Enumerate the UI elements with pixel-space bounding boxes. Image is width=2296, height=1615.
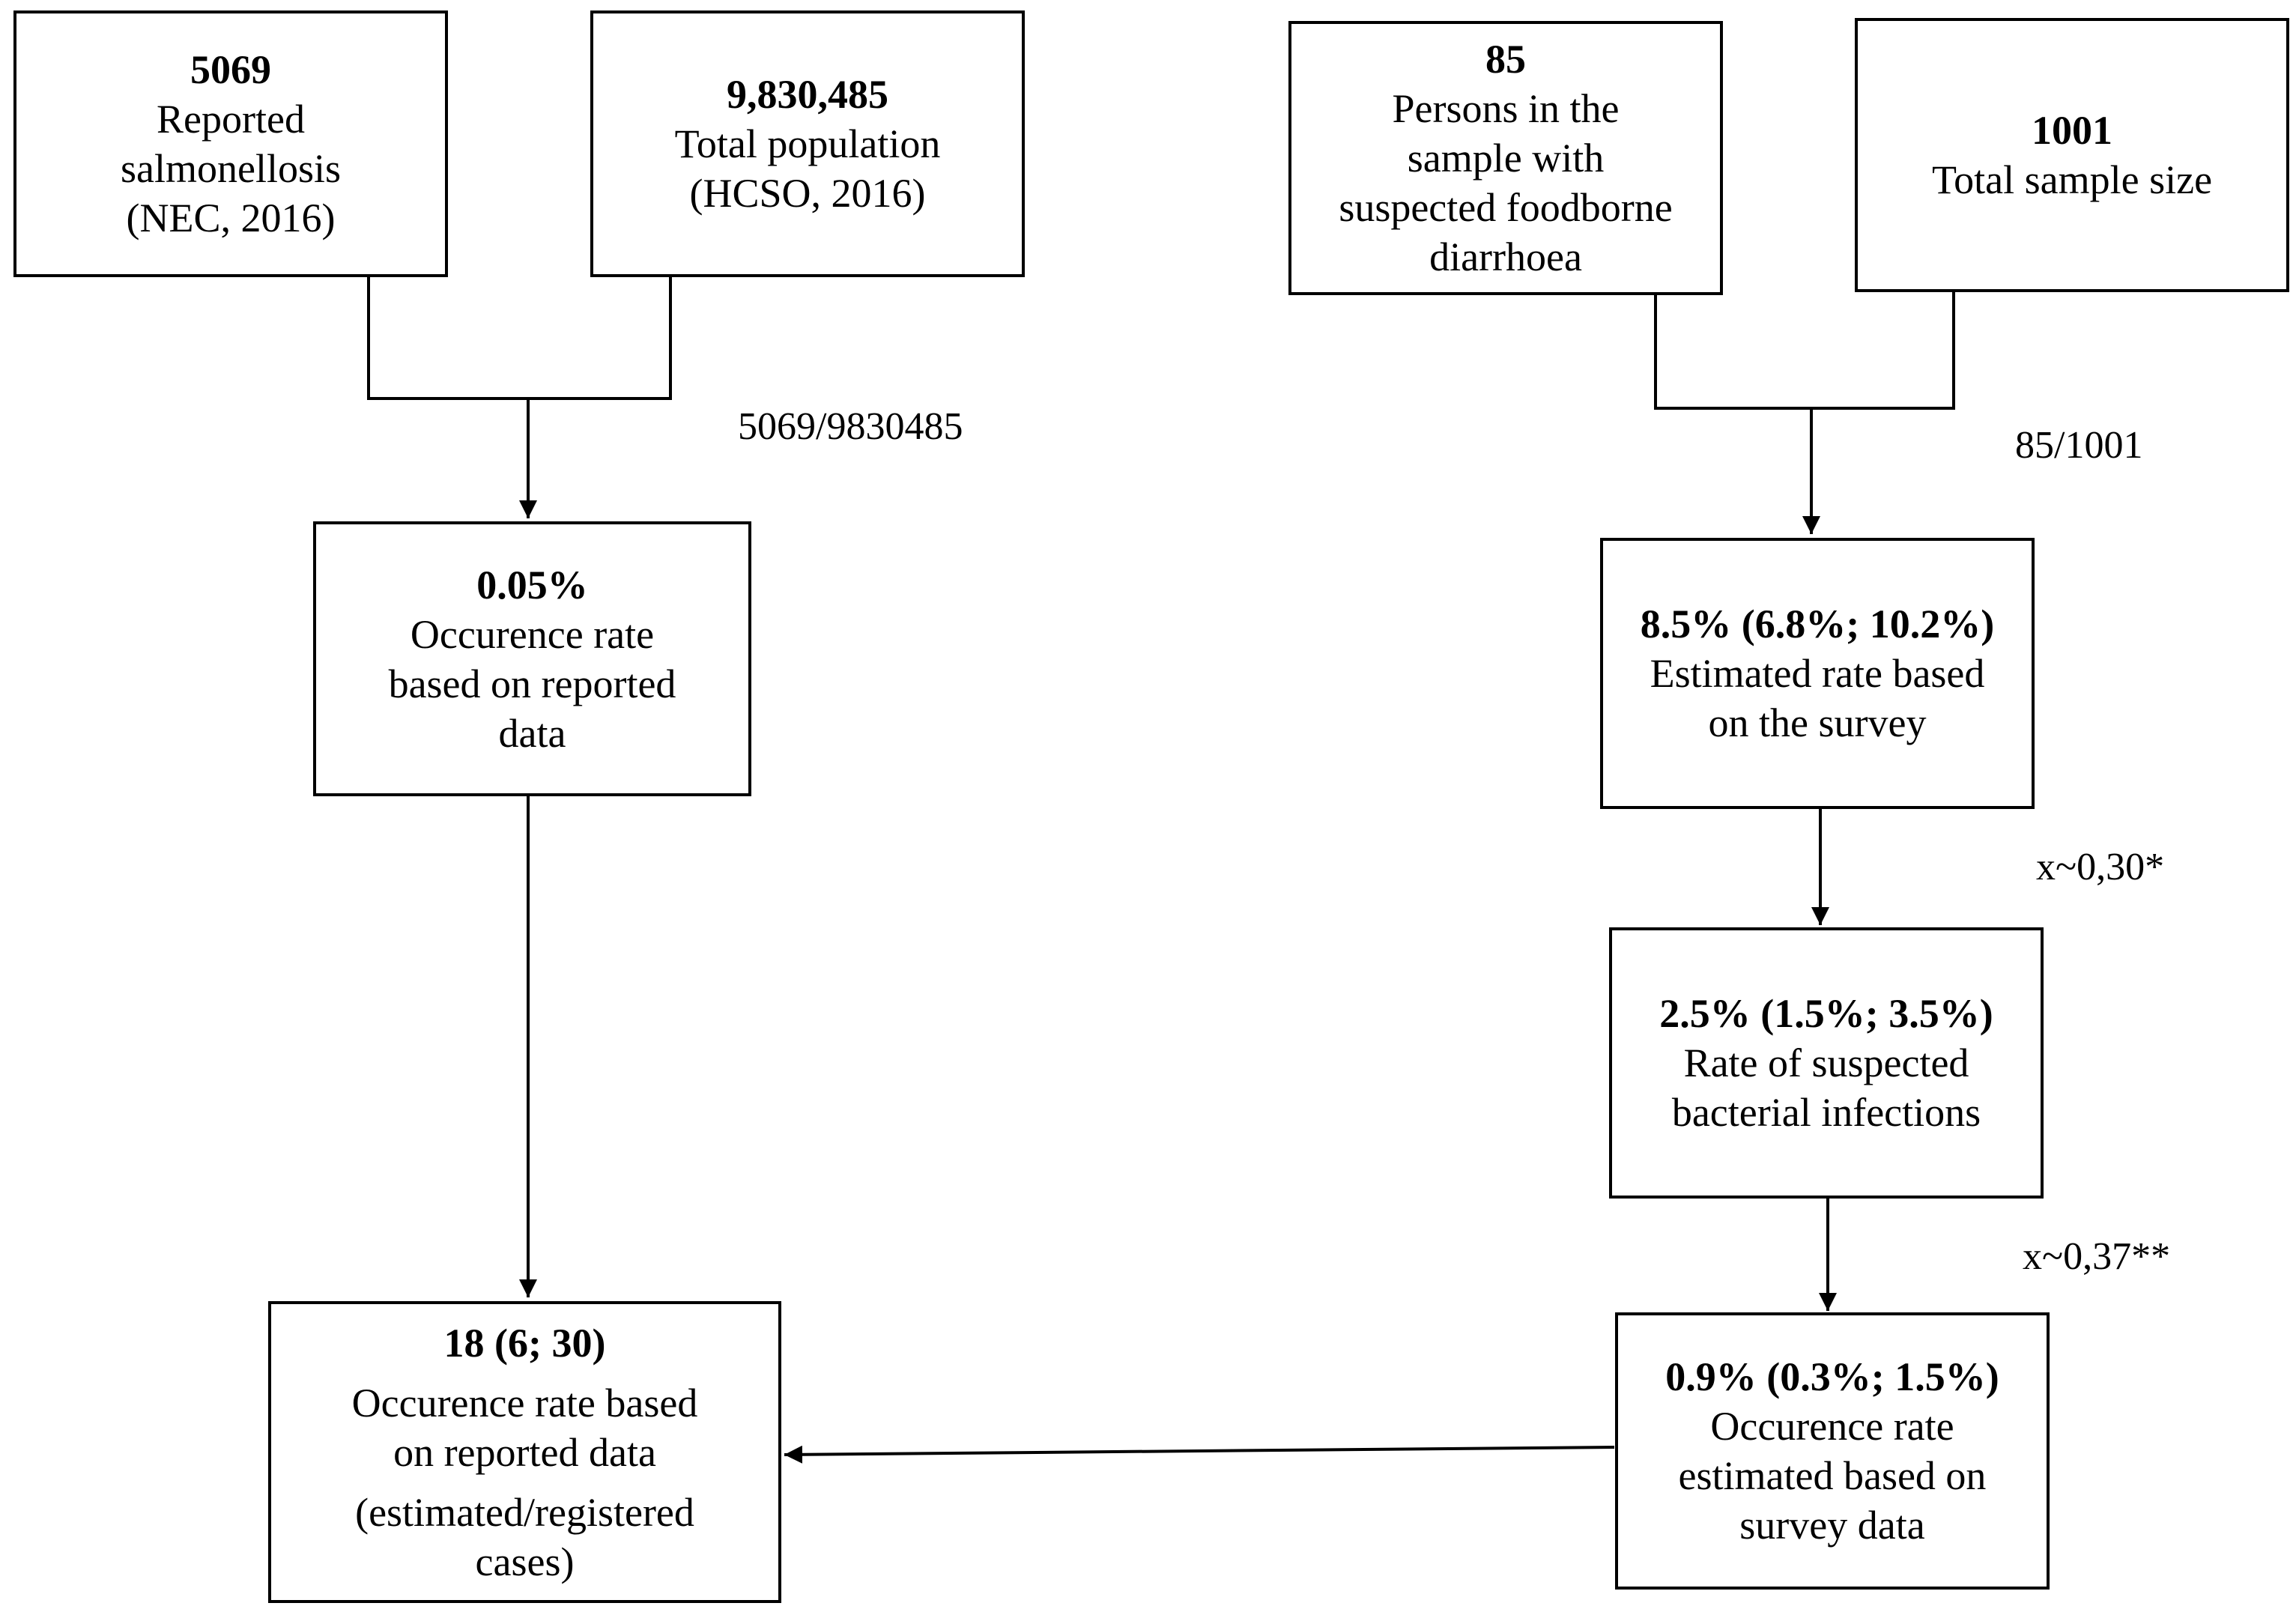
final-rate-box: 18 (6; 30) Occurence rate based on repor…: [268, 1301, 781, 1603]
reported-source: (NEC, 2016): [126, 196, 336, 240]
sample-value: 1001: [2032, 108, 2112, 153]
estimated-rate-line1: Estimated rate based: [1650, 651, 1985, 696]
total-population-box: 9,830,485 Total population (HCSO, 2016): [590, 10, 1025, 277]
bacterial-rate-line1: Rate of suspected: [1683, 1040, 1969, 1085]
reported-rate-line3: data: [498, 710, 566, 756]
total-sample-box: 1001 Total sample size: [1855, 18, 2289, 292]
left-formula: 5069/9830485: [738, 405, 963, 448]
bacterial-rate-line2: bacterial infections: [1671, 1090, 1981, 1135]
survey-rate-value: 0.9% (0.3%; 1.5%): [1665, 1354, 1999, 1399]
reported-rate-line2: based on reported: [388, 661, 676, 706]
population-label: Total population: [674, 121, 941, 166]
reported-cases-value: 5069: [190, 47, 271, 92]
right-merge-connector: [1654, 273, 1955, 410]
final-rate-line1: Occurence rate based: [351, 1380, 698, 1425]
survey-rate-line1: Occurence rate: [1710, 1404, 1954, 1449]
persons-value: 85: [1485, 37, 1526, 82]
final-rate-line2: on reported data: [393, 1429, 656, 1475]
persons-line1: Persons in the: [1392, 86, 1620, 131]
population-source: (HCSO, 2016): [689, 171, 926, 216]
reported-label-line2: salmonellosis: [121, 146, 341, 191]
estimated-rate-box: 8.5% (6.8%; 10.2%) Estimated rate based …: [1600, 538, 2035, 809]
reported-label-line1: Reported: [157, 97, 305, 142]
population-value: 9,830,485: [727, 72, 888, 117]
bacterial-rate-box: 2.5% (1.5%; 3.5%) Rate of suspected bact…: [1609, 927, 2044, 1199]
left-merge-connector: [367, 276, 672, 400]
reported-salmonellosis-box: 5069 Reported salmonellosis (NEC, 2016): [13, 10, 448, 277]
final-rate-line4: cases): [475, 1539, 575, 1584]
persons-line3: suspected foodborne: [1339, 185, 1673, 230]
arrow-to-final-from-survey: [784, 1445, 1615, 1464]
survey-rate-box: 0.9% (0.3%; 1.5%) Occurence rate estimat…: [1615, 1312, 2050, 1590]
sample-label: Total sample size: [1931, 157, 2213, 202]
final-rate-line3: (estimated/registered: [355, 1489, 694, 1535]
final-rate-value: 18 (6; 30): [443, 1320, 606, 1366]
estimated-rate-line2: on the survey: [1708, 700, 1927, 745]
persons-line2: sample with: [1407, 136, 1605, 181]
reported-rate-box: 0.05% Occurence rate based on reported d…: [313, 521, 751, 796]
factor-037: x~0,37**: [2023, 1235, 2171, 1278]
reported-rate-value: 0.05%: [476, 562, 588, 607]
survey-rate-line2: estimated based on: [1678, 1453, 1987, 1498]
reported-rate-line1: Occurence rate: [410, 611, 655, 657]
bacterial-rate-value: 2.5% (1.5%; 3.5%): [1659, 991, 1993, 1036]
right-formula: 85/1001: [2015, 424, 2143, 467]
factor-030: x~0,30*: [2036, 846, 2165, 888]
persons-line4: diarrhoea: [1429, 234, 1582, 279]
survey-rate-line3: survey data: [1739, 1503, 1925, 1548]
estimated-rate-value: 8.5% (6.8%; 10.2%): [1640, 602, 1995, 646]
suspected-persons-box: 85 Persons in the sample with suspected …: [1288, 21, 1723, 295]
